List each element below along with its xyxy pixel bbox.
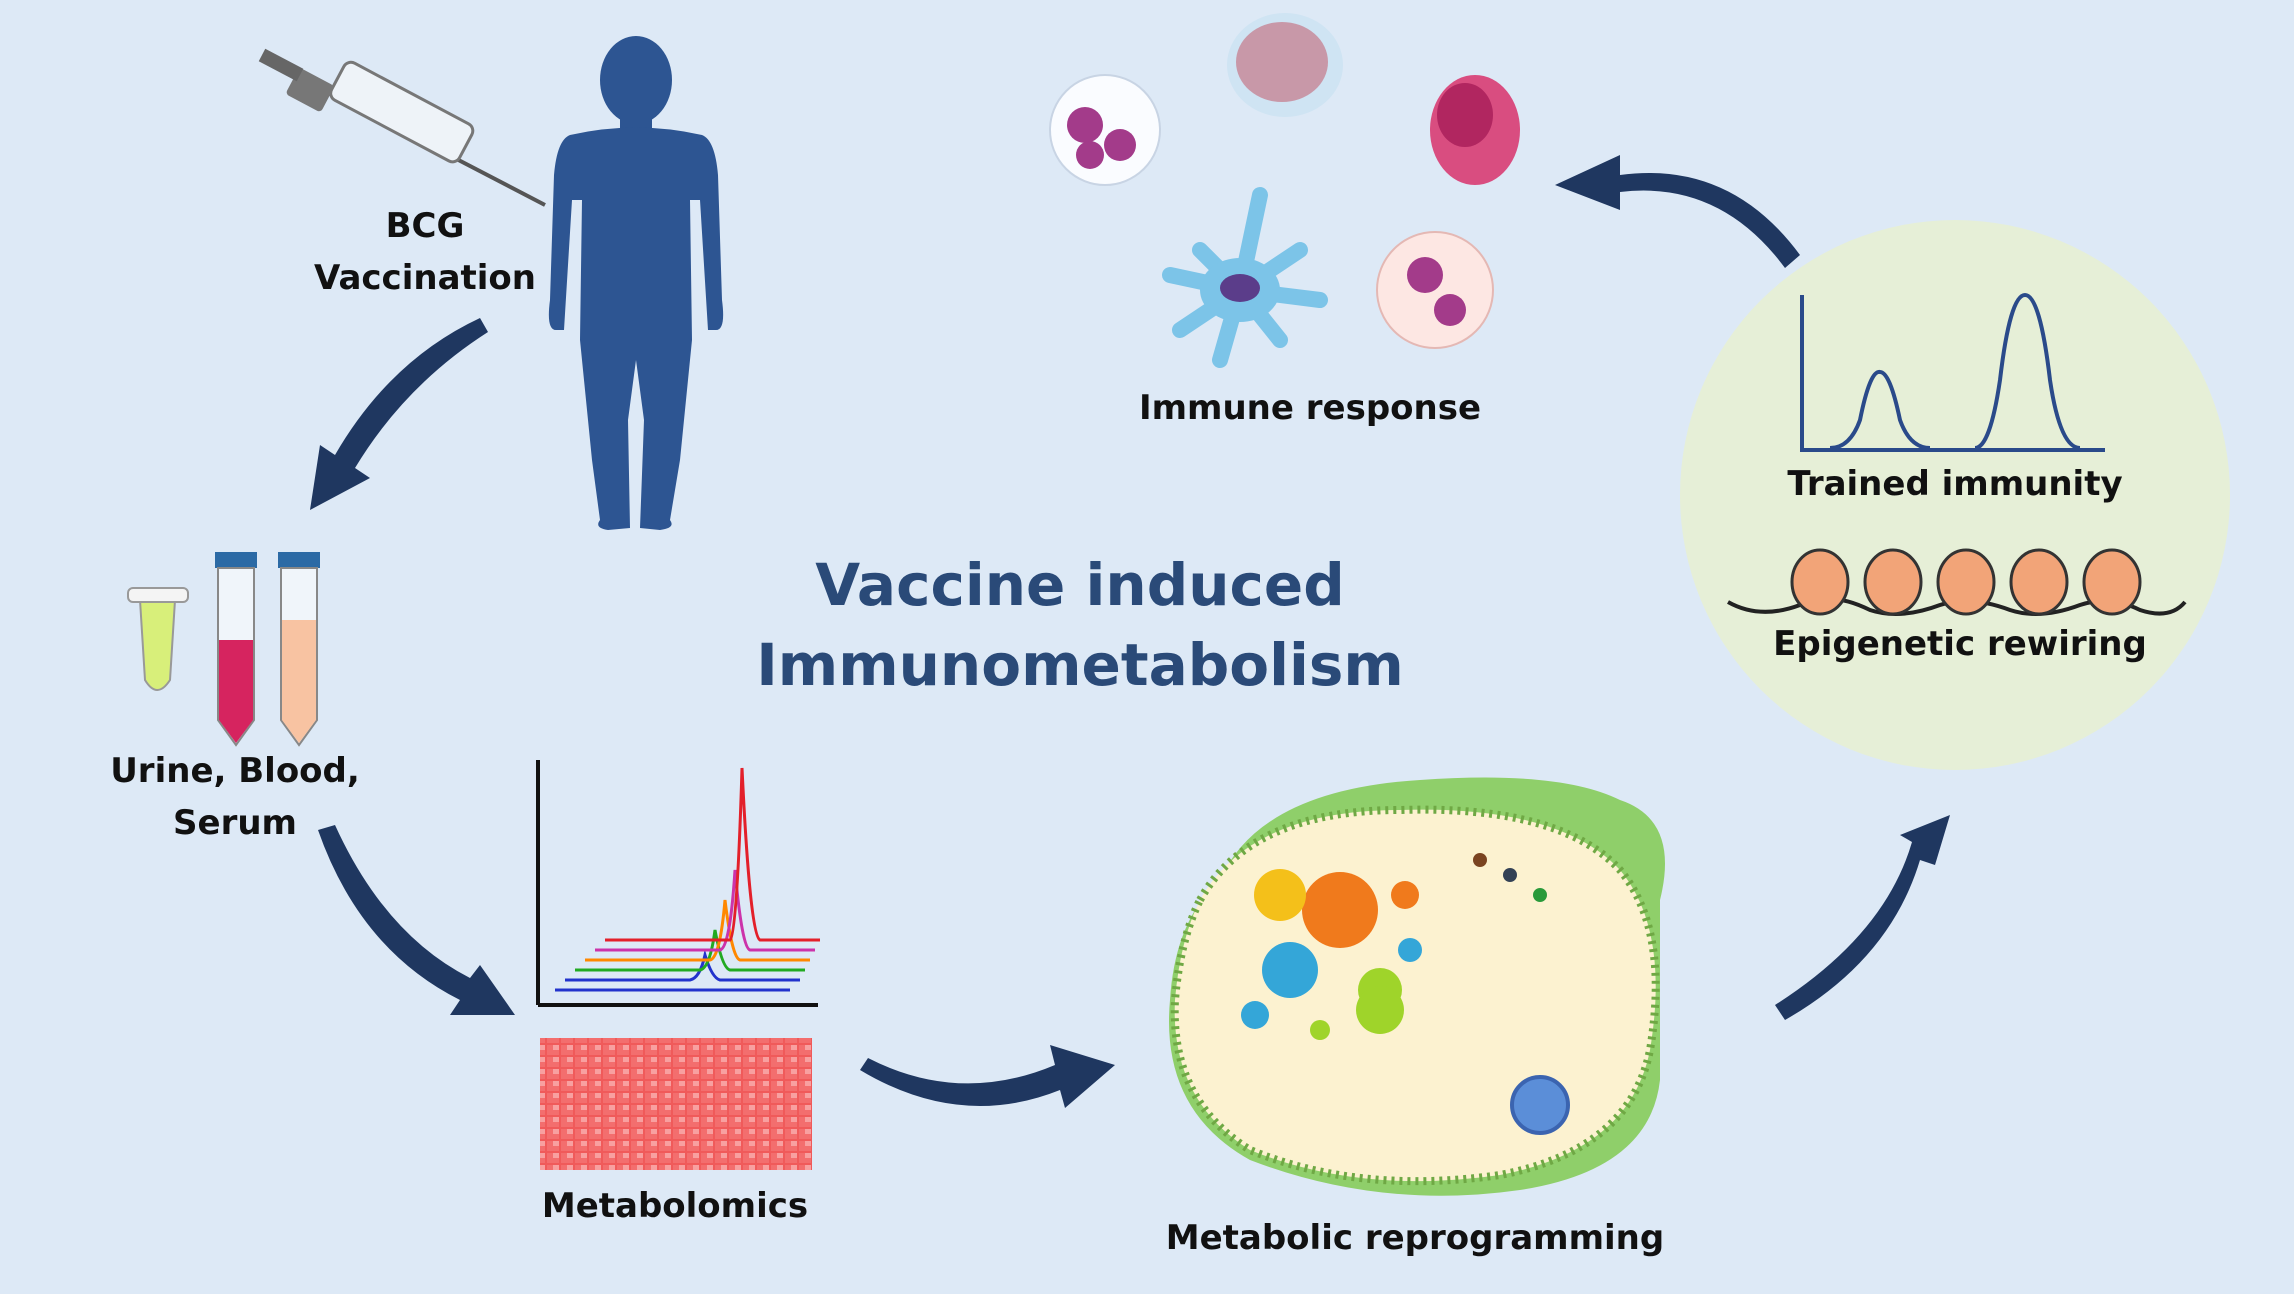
title-line-2: Immunometabolism [756,631,1404,699]
immune-cells-icon [1049,13,1520,368]
cell-icon [1169,777,1665,1196]
arrow-cell-to-trained-immunity [1775,815,1950,1020]
immune-response-label: Immune response [1138,388,1482,428]
metabolic-reprogramming-label: Metabolic reprogramming [1165,1218,1665,1258]
title-line-1: Vaccine induced [815,551,1345,619]
epigenetic-rewiring-label: Epigenetic rewiring [1773,624,2147,664]
bcg-vaccination-label: BCG Vaccination [314,206,536,298]
syringe-icon [258,48,546,207]
human-silhouette-icon [548,36,724,530]
diagram-title: Vaccine induced Immunometabolism [680,545,1480,705]
arrow-bcg-to-samples [310,318,488,510]
arrow-samples-to-metabolomics [318,825,515,1015]
arrow-metabolomics-to-cell [860,1045,1115,1108]
trained-immunity-plot-icon [1800,292,2105,452]
samples-label: Urine, Blood, Serum [110,751,360,843]
nucleosome-icon [1727,548,2187,616]
sample-tubes-icon [127,552,320,747]
heatmap-icon [540,1038,812,1170]
trained-immunity-circle [1680,220,2230,770]
arrow-trained-to-immune [1555,155,1800,268]
metabolomics-label: Metabolomics [541,1186,809,1226]
spectra-plot-icon [536,760,820,1007]
flow-arrows [310,155,1950,1108]
trained-immunity-label: Trained immunity [1787,464,2123,504]
